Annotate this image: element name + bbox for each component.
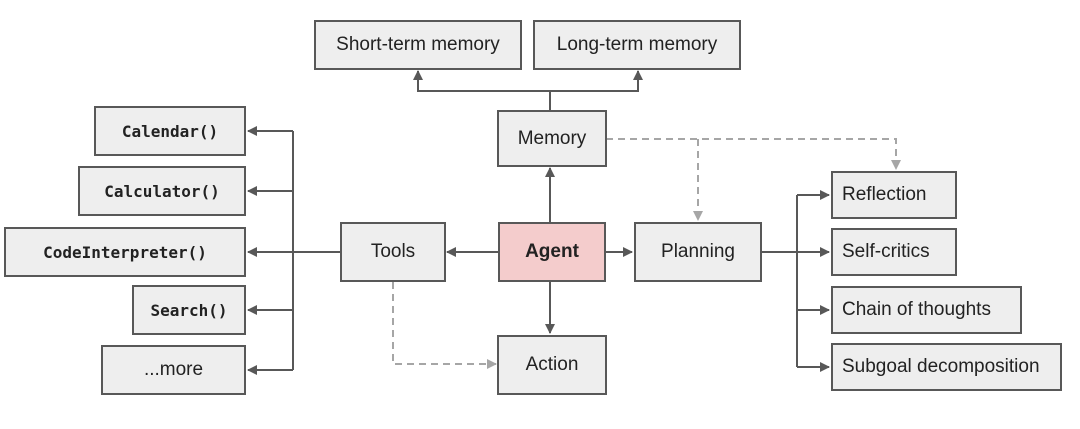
reflection-node: Reflection — [831, 171, 957, 219]
subgoal-decomposition-node: Subgoal decomposition — [831, 343, 1062, 391]
search-tool-node: Search() — [132, 285, 246, 335]
chain-of-thoughts-node: Chain of thoughts — [831, 286, 1022, 334]
action-node: Action — [497, 335, 607, 395]
code-interpreter-tool-node: CodeInterpreter() — [4, 227, 246, 277]
calendar-tool-node: Calendar() — [94, 106, 246, 156]
edge-planning-to-methods — [762, 190, 830, 372]
edge-tools-to-action-dashed — [392, 282, 497, 369]
long-term-memory-node: Long-term memory — [533, 20, 741, 70]
edge-tools-to-tool-list — [247, 126, 340, 375]
planning-node: Planning — [634, 222, 762, 282]
calculator-tool-node: Calculator() — [78, 166, 246, 216]
short-term-memory-node: Short-term memory — [314, 20, 522, 70]
memory-node: Memory — [497, 110, 607, 167]
more-tools-node: ...more — [101, 345, 246, 395]
agent-node: Agent — [498, 222, 606, 282]
self-critics-node: Self-critics — [831, 228, 957, 276]
edge-memory-to-memory-types — [413, 70, 643, 110]
tools-node: Tools — [340, 222, 446, 282]
